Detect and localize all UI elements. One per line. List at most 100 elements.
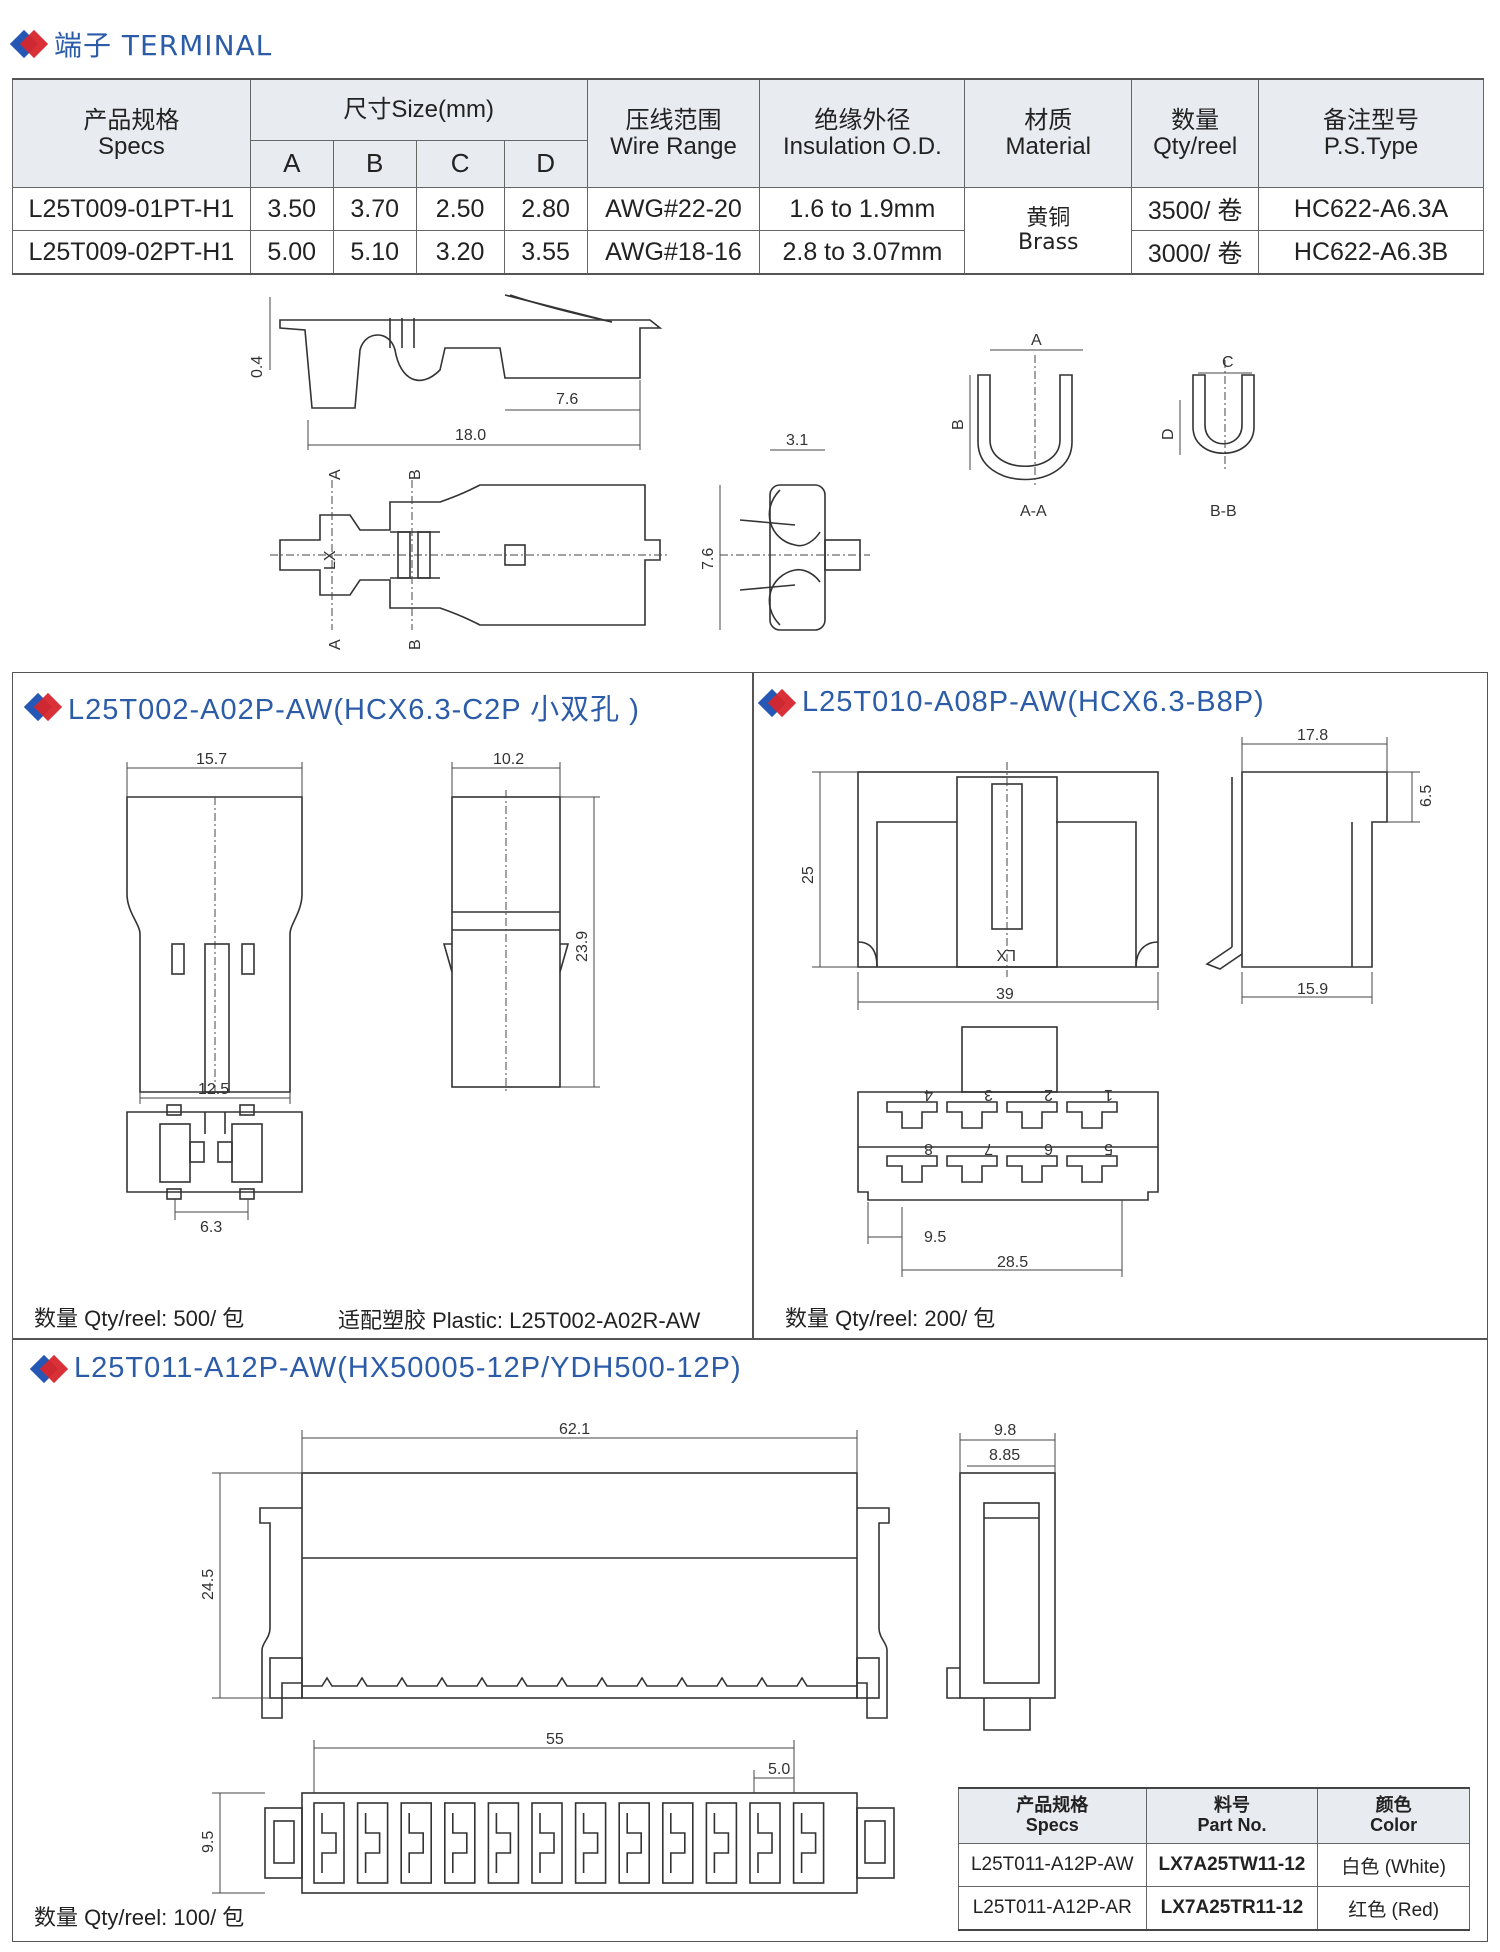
latch — [408, 1813, 424, 1873]
panel-8p-frame — [752, 672, 1488, 1340]
pin-cavity — [1006, 1101, 1058, 1129]
cell-od: 1.6 to 1.9mm — [759, 187, 966, 231]
pin-cavity — [1066, 1155, 1118, 1183]
dim-28-5: 28.5 — [997, 1254, 1028, 1271]
lx-label: LX — [996, 946, 1016, 963]
cell-ps: HC622-A6.3B — [1258, 230, 1484, 275]
cavity — [531, 1802, 563, 1884]
latch — [757, 1813, 773, 1873]
latch — [539, 1813, 555, 1873]
dim-18-0: 18.0 — [455, 427, 486, 444]
th-insulation-od: 绝缘外径 Insulation O.D. — [759, 78, 966, 188]
cell-a: 5.00 — [249, 230, 334, 275]
latch — [582, 1813, 599, 1873]
panel-2p-plastic: 适配塑胶 Plastic: L25T002-A02R-AW — [338, 1308, 701, 1333]
cell-part: LX7A25TR11-12 — [1145, 1886, 1319, 1931]
pin-number: 1 — [1104, 1086, 1113, 1103]
panel-2p-frame — [12, 672, 754, 1340]
pin-cavity — [1066, 1101, 1118, 1129]
drawing-2p: 15.7 12.5 10.2 23.9 6.3 — [126, 751, 600, 1236]
cell-ps: HC622-A6.3A — [1258, 187, 1484, 231]
cavity — [443, 1802, 476, 1884]
cell-spec: L25T011-A12P-AR — [958, 1886, 1147, 1931]
section-aa-label: A-A — [1020, 503, 1047, 520]
latch — [364, 1813, 381, 1873]
latch — [713, 1813, 730, 1873]
pin-cavity — [1006, 1155, 1058, 1183]
cell-a: 3.50 — [249, 187, 334, 231]
th-c: C — [415, 140, 505, 188]
latch — [321, 1813, 337, 1873]
cell-qty: 3500/ 卷 — [1131, 187, 1260, 231]
th-color-specs: 产品规格 Specs — [958, 1787, 1147, 1844]
cavity — [618, 1802, 651, 1884]
table-row: L25T011-A12P-AR LX7A25TR11-12 红色 (Red) — [958, 1886, 1470, 1931]
color-table: 产品规格 Specs 料号 Part No. 颜色 Color L25T011-… — [958, 1787, 1470, 1931]
dim-8-85: 8.85 — [989, 1447, 1020, 1464]
dim-24-5: 24.5 — [200, 1569, 217, 1600]
cell-part: LX7A25TW11-12 — [1145, 1843, 1319, 1887]
cavity — [313, 1802, 345, 1884]
cell-od: 2.8 to 3.07mm — [759, 230, 966, 275]
dim-0-4: 0.4 — [249, 356, 266, 378]
panel-12p-frame — [12, 1338, 1488, 1942]
cavity — [487, 1802, 520, 1884]
th-color-part: 料号 Part No. — [1145, 1787, 1319, 1844]
latch — [495, 1813, 512, 1873]
dim-10-2: 10.2 — [493, 751, 524, 768]
latch — [626, 1813, 642, 1873]
panel-2p-heading: L25T002-A02P-AW(HCX6.3-C2P 小双孔 ) — [23, 686, 640, 728]
panel-2p-qty: 数量 Qty/reel: 500/ 包 — [34, 1306, 245, 1331]
dim-6-5: 6.5 — [1418, 785, 1435, 807]
dim-39: 39 — [996, 986, 1014, 1003]
th-d: D — [503, 140, 588, 188]
panel-8p-qty: 数量 Qty/reel: 200/ 包 — [785, 1306, 996, 1331]
dim-55: 55 — [546, 1731, 564, 1748]
th-a: A — [249, 140, 334, 188]
cavity — [661, 1802, 694, 1884]
cavity — [574, 1802, 607, 1884]
dim-9-8: 9.8 — [994, 1422, 1016, 1439]
cell-b: 5.10 — [332, 230, 417, 275]
pin-number: 7 — [984, 1140, 993, 1157]
dim-5-0: 5.0 — [768, 1761, 790, 1778]
diamond-logo-icon — [9, 29, 49, 59]
terminal-title: 端子 TERMINAL — [54, 29, 273, 62]
dim-3-1: 3.1 — [786, 432, 808, 449]
th-size: 尺寸Size(mm) — [249, 78, 588, 141]
lx-label: LX — [322, 550, 339, 570]
sec-bb-d: D — [1160, 428, 1177, 440]
th-color-color: 颜色 Color — [1317, 1787, 1470, 1844]
cell-color: 白色 (White) — [1317, 1843, 1470, 1887]
th-specs: 产品规格 Specs — [12, 78, 251, 188]
dim-17-8: 17.8 — [1297, 727, 1328, 744]
pin-cavity — [886, 1155, 938, 1183]
cell-wire: AWG#18-16 — [586, 230, 761, 275]
section-b-top: B — [407, 469, 424, 480]
cell-qty: 3000/ 卷 — [1131, 230, 1260, 275]
pin-number: 4 — [924, 1086, 933, 1103]
cavity — [705, 1802, 738, 1884]
cell-spec: L25T009-02PT-H1 — [12, 230, 251, 275]
pin-number: 5 — [1104, 1140, 1113, 1157]
table-row: L25T009-02PT-H1 5.00 5.10 3.20 3.55 AWG#… — [12, 230, 1484, 275]
th-material: 材质 Material — [964, 78, 1133, 188]
pin-cavity — [886, 1101, 938, 1129]
cell-b: 3.70 — [332, 187, 417, 231]
panel-12p-qty: 数量 Qty/reel: 100/ 包 — [34, 1905, 245, 1930]
dim-62-1: 62.1 — [559, 1421, 590, 1438]
cavity — [400, 1802, 433, 1884]
latch — [800, 1813, 817, 1873]
drawing-12p: 62.1 24.5 9.8 8.85 55 5.0 9.5 — [200, 1421, 1056, 1894]
section-a-bottom: A — [327, 639, 344, 650]
terminal-drawing: 0.4 7.6 18.0 A A B B LX 3.1 7.6 A B A-A … — [249, 294, 1255, 650]
dim-9-5: 9.5 — [924, 1229, 946, 1246]
th-ps-type: 备注型号 P.S.Type — [1258, 78, 1484, 188]
latch — [670, 1813, 686, 1873]
cell-c: 3.20 — [415, 230, 505, 275]
panel-12p-title: L25T011-A12P-AW(HX50005-12P/YDH500-12P) — [74, 1352, 742, 1384]
cell-color: 红色 (Red) — [1317, 1886, 1470, 1931]
dim-7-6-h: 7.6 — [556, 391, 578, 408]
pin-row — [313, 1802, 825, 1884]
